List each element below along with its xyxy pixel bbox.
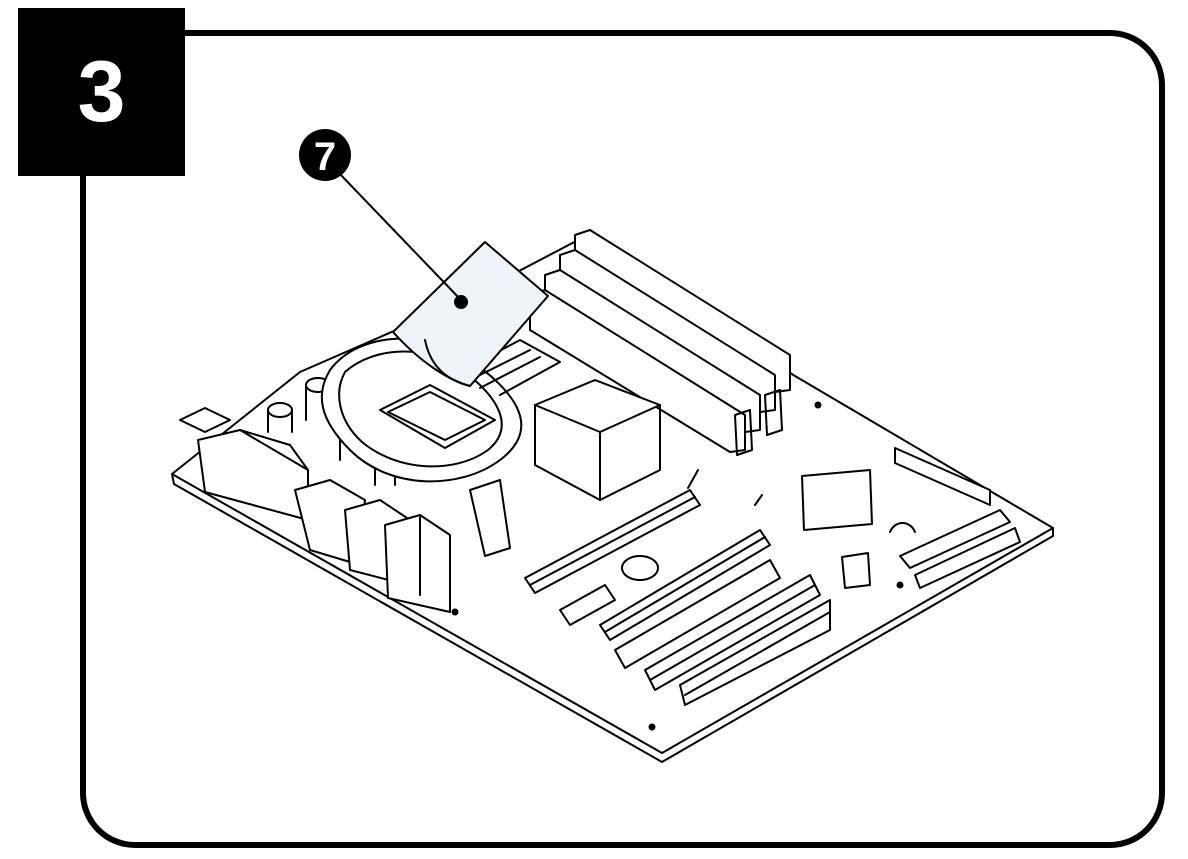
callout-number: 7 xyxy=(314,135,336,179)
mounting-holes xyxy=(451,401,904,731)
northbridge-heatsink xyxy=(534,379,661,501)
callout-7: 7 xyxy=(299,129,351,181)
step-number: 3 xyxy=(77,44,126,140)
board-edge xyxy=(171,473,1054,763)
memory-slots xyxy=(529,229,791,456)
callout-leader-line xyxy=(337,171,462,301)
expansion-slots xyxy=(524,469,831,706)
step-number-badge: 3 xyxy=(18,8,185,176)
drive-connectors xyxy=(841,447,1021,589)
rear-io-connectors xyxy=(179,407,511,613)
callout-target-dot xyxy=(454,295,468,309)
cmos-battery xyxy=(621,555,659,581)
southbridge-chip xyxy=(801,469,873,531)
